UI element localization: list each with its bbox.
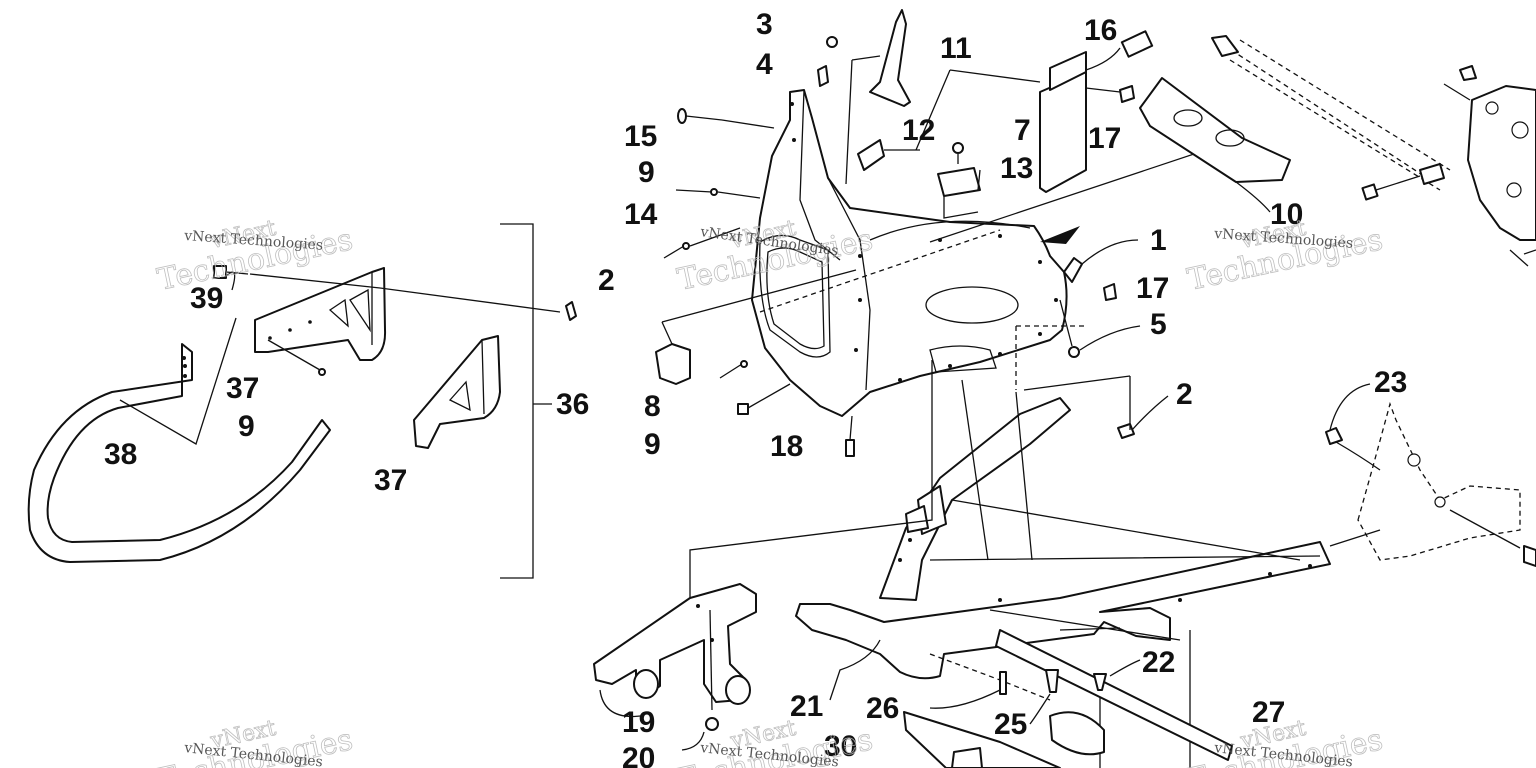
callout-23: 23 (1374, 366, 1407, 399)
right-parts-group (1211, 35, 1536, 567)
bumper-assembly-group (27, 223, 577, 579)
callout-1: 1 (1150, 224, 1167, 257)
lower-rail-27 (995, 629, 1233, 761)
callout-2: 2 (1176, 378, 1193, 411)
plug-16 (1039, 30, 1154, 193)
callout-16: 16 (1084, 14, 1117, 47)
callout-9: 9 (644, 428, 661, 461)
callout-11: 11 (940, 32, 972, 65)
callout-3: 3 (756, 8, 773, 41)
bumper-8 (655, 343, 691, 385)
plate-30 (903, 711, 1061, 768)
callout-30: 30 (824, 730, 857, 763)
callout-9: 9 (238, 410, 255, 443)
bracket-11 (869, 9, 911, 107)
plate-12 (857, 139, 885, 171)
callout-13: 13 (1000, 152, 1033, 185)
bulkhead-1 (751, 89, 1068, 417)
bumper-38 (27, 343, 331, 563)
pin-26 (999, 671, 1007, 695)
callout-38: 38 (104, 438, 137, 471)
watermark-layer: vNext Technologies vNext Technologies vN… (154, 215, 1386, 768)
callout-37: 37 (226, 372, 259, 405)
bolt-15 (677, 108, 775, 129)
front-frame-21 (795, 541, 1331, 680)
callout-36: 36 (556, 388, 589, 421)
callout-20: 20 (622, 742, 655, 768)
plate-10 (1139, 77, 1291, 183)
nut-23 (1325, 427, 1343, 445)
bolt-25 (1045, 669, 1059, 693)
callout-21: 21 (790, 690, 823, 723)
callout-39: 39 (190, 282, 223, 315)
rear-mount-bracket-dashed (1357, 401, 1521, 561)
callout-7: 7 (1014, 114, 1031, 147)
callout-26: 26 (866, 692, 899, 725)
group-bracket-36 (500, 223, 534, 579)
bracket-37-upper (254, 267, 387, 361)
callout-17: 17 (1136, 272, 1169, 305)
direction-arrow (1040, 226, 1080, 244)
callout-19: 19 (622, 706, 655, 739)
grommet-17-top (1119, 85, 1135, 103)
callout-18: 18 (770, 430, 803, 463)
callout-9: 9 (638, 156, 655, 189)
callout-15: 15 (624, 120, 657, 153)
bulkhead-group (655, 9, 1291, 457)
callout-17: 17 (1088, 122, 1121, 155)
callout-2: 2 (598, 264, 615, 297)
callout-37: 37 (374, 464, 407, 497)
frame-rail-upper (879, 397, 1071, 601)
callout-5: 5 (1150, 308, 1167, 341)
frame-group (689, 360, 1381, 768)
bracket-13 (937, 167, 981, 197)
callout-labels: 1 2 2 3 4 5 7 8 9 9 9 10 11 12 13 14 15 … (104, 8, 1407, 768)
callout-25: 25 (994, 708, 1027, 741)
callout-8: 8 (644, 390, 661, 423)
fastener-2-left (565, 301, 577, 321)
callout-27: 27 (1252, 696, 1285, 729)
callout-12: 12 (902, 114, 935, 147)
clip-1 (1063, 257, 1083, 283)
bolt-39 (213, 265, 249, 279)
callout-22: 22 (1142, 646, 1175, 679)
spindle-bracket-group (593, 583, 757, 751)
nut-22 (1093, 673, 1107, 691)
callout-4: 4 (756, 48, 773, 81)
callout-14: 14 (624, 198, 658, 231)
callout-10: 10 (1270, 198, 1303, 231)
pivot-bracket-upper-right (1467, 85, 1536, 241)
